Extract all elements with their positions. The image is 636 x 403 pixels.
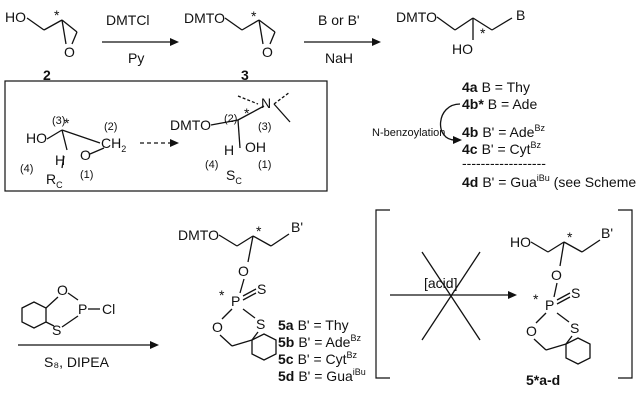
svg-text:HO: HO <box>510 234 531 250</box>
cmp2-star: * <box>54 7 60 23</box>
compound-2: HO O * 2 <box>5 7 78 83</box>
inset-left-structure: (3) HO H * O CH2 (2) (4) (1) RC <box>20 115 126 190</box>
svg-text:H: H <box>55 152 65 168</box>
svg-text:(3): (3) <box>258 121 271 133</box>
cmp4-b: B <box>516 7 525 23</box>
svg-text:*: * <box>64 115 70 131</box>
step2-base: NaH <box>325 50 353 66</box>
svg-text:(3): (3) <box>52 115 65 127</box>
svg-text:SC: SC <box>226 167 242 186</box>
oxathiaphospholane-reagent: O S P Cl <box>21 282 115 338</box>
svg-text:RC: RC <box>46 171 63 190</box>
svg-text:*: * <box>244 105 250 121</box>
acid-label: [acid] <box>424 275 457 291</box>
svg-text:N: N <box>261 95 271 111</box>
svg-text:DMTO: DMTO <box>170 117 211 133</box>
cmp3-number: 3 <box>241 67 249 83</box>
list4-item-4b-star: 4b*B = Ade <box>462 96 537 112</box>
svg-text:(2): (2) <box>224 113 237 125</box>
svg-text:H: H <box>224 142 234 158</box>
svg-text:O: O <box>80 147 91 163</box>
list4-item-4d: 4dB' = GuaiBu (see Scheme 2) <box>462 173 636 190</box>
acid-step-bracket <box>375 209 633 379</box>
stereo-inset-frame <box>4 80 328 192</box>
svg-text:(4): (4) <box>205 159 218 171</box>
svg-text:P: P <box>78 301 87 317</box>
svg-text:O: O <box>526 323 537 339</box>
compound-3: DMTO O * 3 <box>184 8 276 83</box>
benzoylation-arrow: N-benzoylation <box>372 103 462 144</box>
svg-text:CH2: CH2 <box>101 135 126 154</box>
svg-text:S: S <box>571 285 580 301</box>
arrow-step1: DMTCl Py <box>102 12 179 66</box>
cmp3-o: O <box>262 44 273 60</box>
arrow-step2: B or B' NaH <box>304 12 381 66</box>
svg-text:O: O <box>212 319 223 335</box>
compound-4: DMTO HO * B <box>396 7 525 57</box>
svg-text:B': B' <box>601 225 613 241</box>
svg-text:*: * <box>533 291 539 307</box>
arrow-acid-blocked: [acid] <box>390 251 517 341</box>
cmp5star-label: 5*a-d <box>526 372 560 388</box>
cmp4-dmto: DMTO <box>396 9 437 25</box>
cmp3-dmto: DMTO <box>184 10 225 26</box>
svg-text:(2): (2) <box>104 121 117 133</box>
svg-text:O: O <box>551 267 562 283</box>
cmp4-ho: HO <box>452 41 473 57</box>
svg-text:(1): (1) <box>258 159 271 171</box>
cmp4-star: * <box>480 25 486 41</box>
svg-text:HO: HO <box>26 130 47 146</box>
svg-text:Cl: Cl <box>102 301 115 317</box>
inset-right-structure: (2) DMTO * N (3) H OH (4) (1) SC <box>170 91 291 186</box>
list4-separator: ------------------ <box>462 155 546 171</box>
svg-text:*: * <box>219 287 225 303</box>
compound-5-star: HO B' * O P * S O S 5*a-d <box>510 225 613 388</box>
cmp2-o: O <box>64 44 75 60</box>
svg-text:*: * <box>256 223 262 239</box>
svg-text:S: S <box>52 322 61 338</box>
svg-text:S: S <box>257 281 266 297</box>
svg-text:OH: OH <box>245 139 266 155</box>
arrow-step3: S₈, DIPEA <box>18 341 159 370</box>
cmp2-ho: HO <box>5 9 26 25</box>
svg-text:*: * <box>567 229 573 245</box>
svg-text:B': B' <box>291 219 303 235</box>
svg-text:O: O <box>57 282 68 298</box>
svg-text:(1): (1) <box>80 169 93 181</box>
benzoylation-label: N-benzoylation <box>372 127 445 139</box>
step1-solvent: Py <box>128 50 144 66</box>
svg-text:O: O <box>238 263 249 279</box>
step2-reagent: B or B' <box>318 12 360 28</box>
cmp2-number: 2 <box>43 67 51 83</box>
svg-text:DMTO: DMTO <box>178 227 219 243</box>
compound-5: DMTO B' * O P * S O S <box>178 219 303 361</box>
svg-text:S: S <box>570 320 579 336</box>
inset-dashed-arrow <box>140 139 179 147</box>
svg-text:P: P <box>231 293 240 309</box>
cmp3-star: * <box>251 8 257 24</box>
step1-reagent: DMTCl <box>106 12 150 28</box>
svg-text:P: P <box>545 297 554 313</box>
svg-text:(4): (4) <box>20 163 33 175</box>
step3-conditions: S₈, DIPEA <box>44 354 110 370</box>
svg-text:S: S <box>256 316 265 332</box>
